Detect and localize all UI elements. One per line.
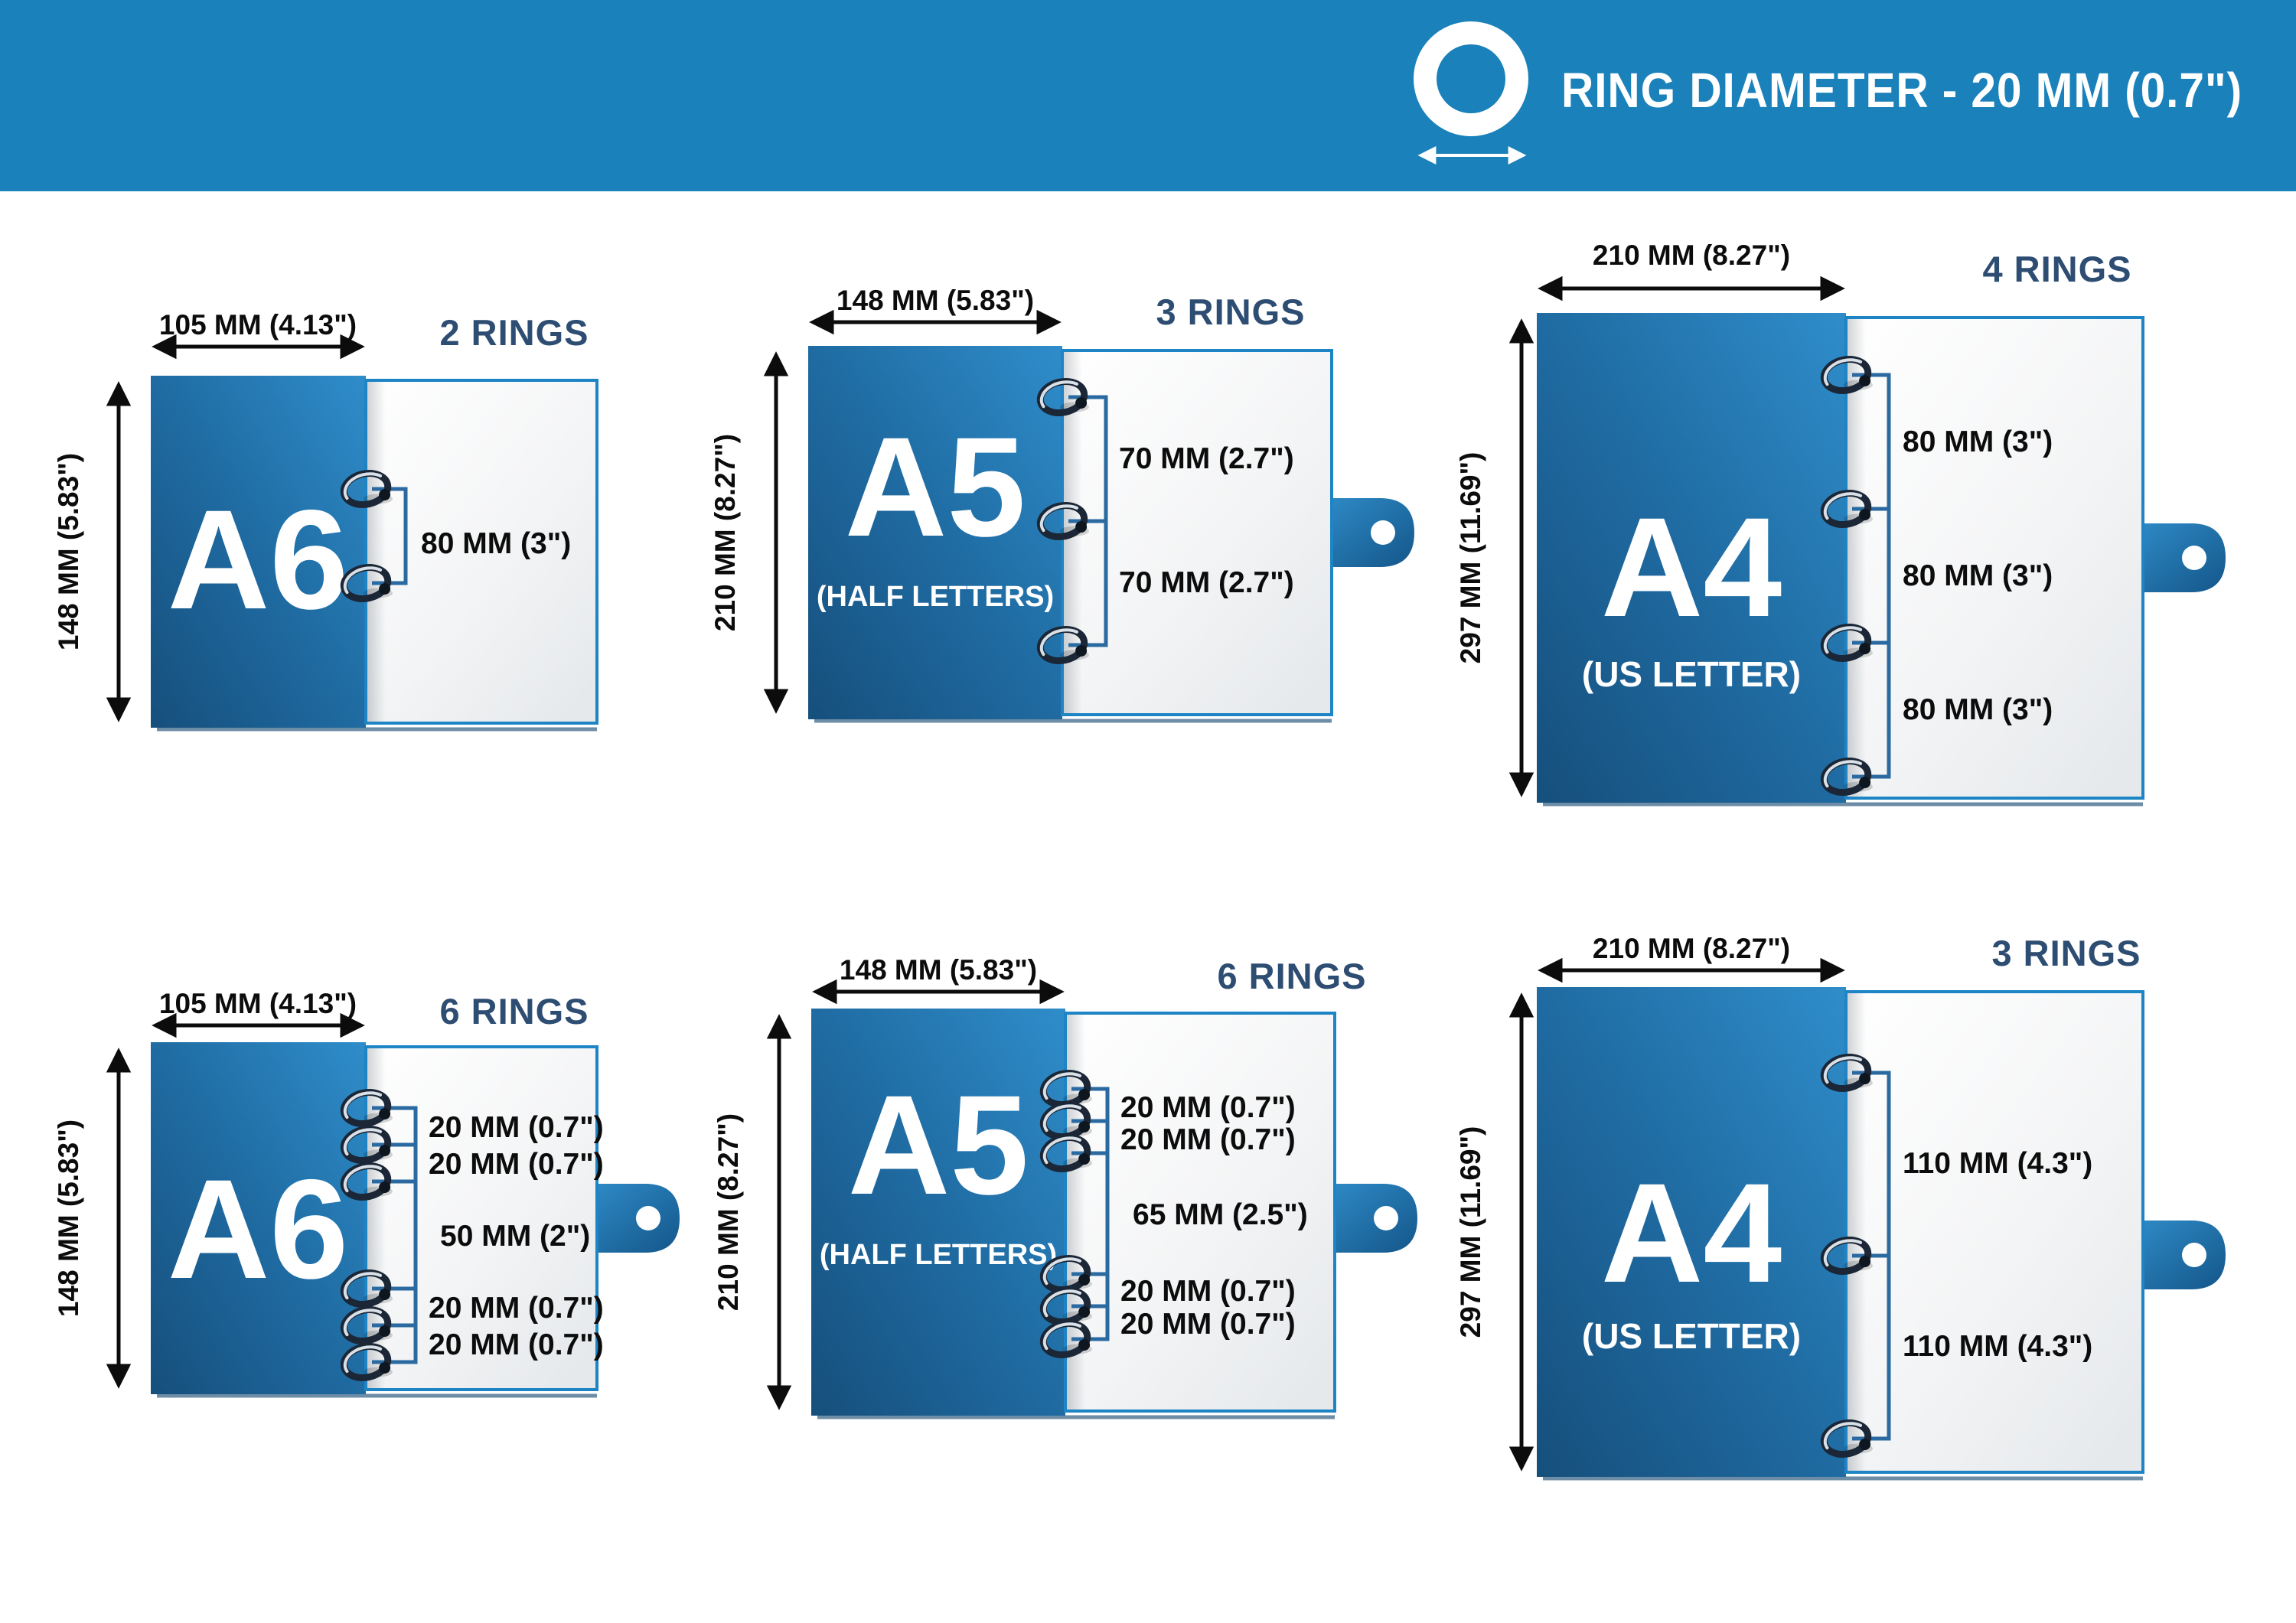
width-label: 105 MM (4.13") xyxy=(159,988,357,1019)
spacing-label: 70 MM (2.7") xyxy=(1119,442,1294,475)
paper-size-sublabel: (HALF LETTERS) xyxy=(820,1239,1057,1271)
spacing-label: 110 MM (4.3") xyxy=(1903,1147,2092,1180)
binder-tab xyxy=(1320,498,1414,567)
spacing-label: 20 MM (0.7") xyxy=(429,1328,604,1361)
binder-tab xyxy=(585,1184,680,1253)
ring-count-label: 3 RINGS xyxy=(1156,292,1305,332)
header-background xyxy=(0,0,2296,191)
ring-count-label: 2 RINGS xyxy=(439,312,589,353)
page-spine-shadow xyxy=(367,382,386,722)
binder-cover xyxy=(1537,313,1846,803)
panel-a4-3rings: 210 MM (8.27") 3 RINGS 297 MM (11.69") A… xyxy=(1455,933,2226,1481)
ring-icon xyxy=(1414,21,1528,165)
spacing-label: 20 MM (0.7") xyxy=(429,1148,604,1181)
width-label: 210 MM (8.27") xyxy=(1593,240,1790,271)
paper-size-sublabel: (US LETTER) xyxy=(1582,1316,1801,1356)
panel-a4-4rings: 210 MM (8.27") 4 RINGS 297 MM (11.69") A… xyxy=(1455,240,2226,807)
height-label: 148 MM (5.83") xyxy=(53,453,84,650)
spacing-label: 80 MM (3") xyxy=(421,527,571,560)
ring-count-label: 3 RINGS xyxy=(1991,933,2141,973)
binder-cover xyxy=(151,376,366,728)
paper-size-sublabel: (HALF LETTERS) xyxy=(817,581,1054,613)
height-label: 210 MM (8.27") xyxy=(709,434,741,631)
binder-tab xyxy=(2131,523,2226,592)
spacing-label: 110 MM (4.3") xyxy=(1903,1330,2092,1363)
paper-size-label: A5 xyxy=(845,409,1026,566)
paper-size-sublabel: (US LETTER) xyxy=(1582,654,1801,694)
spacing-label: 80 MM (3") xyxy=(1903,693,2053,726)
page-spine-shadow xyxy=(1848,319,1866,797)
binder-tab xyxy=(1323,1184,1417,1253)
spacing-label: 20 MM (0.7") xyxy=(429,1111,604,1144)
spacing-label: 20 MM (0.7") xyxy=(1120,1308,1296,1341)
ring-count-label: 6 RINGS xyxy=(439,991,589,1031)
spacing-label: 20 MM (0.7") xyxy=(1120,1275,1296,1308)
spacing-label: 70 MM (2.7") xyxy=(1119,566,1294,599)
width-label: 210 MM (8.27") xyxy=(1593,933,1790,964)
panel-a5-6rings: 148 MM (5.83") 6 RINGS 210 MM (8.27") A5… xyxy=(713,954,1417,1419)
spacing-label: 65 MM (2.5") xyxy=(1133,1198,1308,1231)
paper-size-label: A6 xyxy=(168,1151,349,1309)
binder-page xyxy=(1061,349,1333,716)
spacing-bracket xyxy=(372,1106,418,1364)
panel-a5-3rings: 148 MM (5.83") 3 RINGS 210 MM (8.27") A5… xyxy=(709,285,1414,723)
spacing-label: 20 MM (0.7") xyxy=(1120,1123,1296,1156)
binder-cover xyxy=(808,346,1062,719)
height-label: 148 MM (5.83") xyxy=(53,1119,84,1317)
panel-a6-6rings: 105 MM (4.13") 6 RINGS 148 MM (5.83") A6… xyxy=(53,988,680,1398)
width-label: 105 MM (4.13") xyxy=(159,309,357,341)
spacing-label: 50 MM (2") xyxy=(440,1220,590,1253)
header-title: RING DIAMETER - 20 MM (0.7") xyxy=(1561,63,2242,118)
binder-page xyxy=(1844,316,2144,800)
spacing-label: 80 MM (3") xyxy=(1903,559,2053,592)
paper-size-label: A6 xyxy=(168,481,349,639)
binder-page xyxy=(1844,990,2144,1474)
binder-cover xyxy=(811,1009,1065,1416)
paper-size-label: A4 xyxy=(1601,489,1782,647)
ring-count-label: 4 RINGS xyxy=(1982,249,2131,289)
ring-count-label: 6 RINGS xyxy=(1217,956,1366,996)
binder-tab xyxy=(2131,1221,2226,1289)
binder-page xyxy=(1064,1012,1336,1413)
paper-size-label: A4 xyxy=(1601,1155,1782,1312)
spacing-label: 20 MM (0.7") xyxy=(1120,1091,1296,1124)
binder-page xyxy=(364,1045,598,1391)
height-label: 297 MM (11.69") xyxy=(1455,1126,1486,1338)
binder-cover xyxy=(1537,987,1846,1477)
spacing-label: 80 MM (3") xyxy=(1903,425,2053,458)
binder-cover xyxy=(151,1042,366,1394)
paper-size-label: A5 xyxy=(848,1067,1029,1224)
width-label: 148 MM (5.83") xyxy=(837,285,1034,316)
spacing-label: 20 MM (0.7") xyxy=(429,1292,604,1325)
height-label: 210 MM (8.27") xyxy=(713,1113,744,1311)
width-label: 148 MM (5.83") xyxy=(840,954,1037,986)
height-label: 297 MM (11.69") xyxy=(1455,452,1486,664)
header-bar: RING DIAMETER - 20 MM (0.7") xyxy=(0,0,2296,191)
panel-a6-2rings: 105 MM (4.13") 2 RINGS 148 MM (5.83") A6… xyxy=(53,309,1265,1138)
